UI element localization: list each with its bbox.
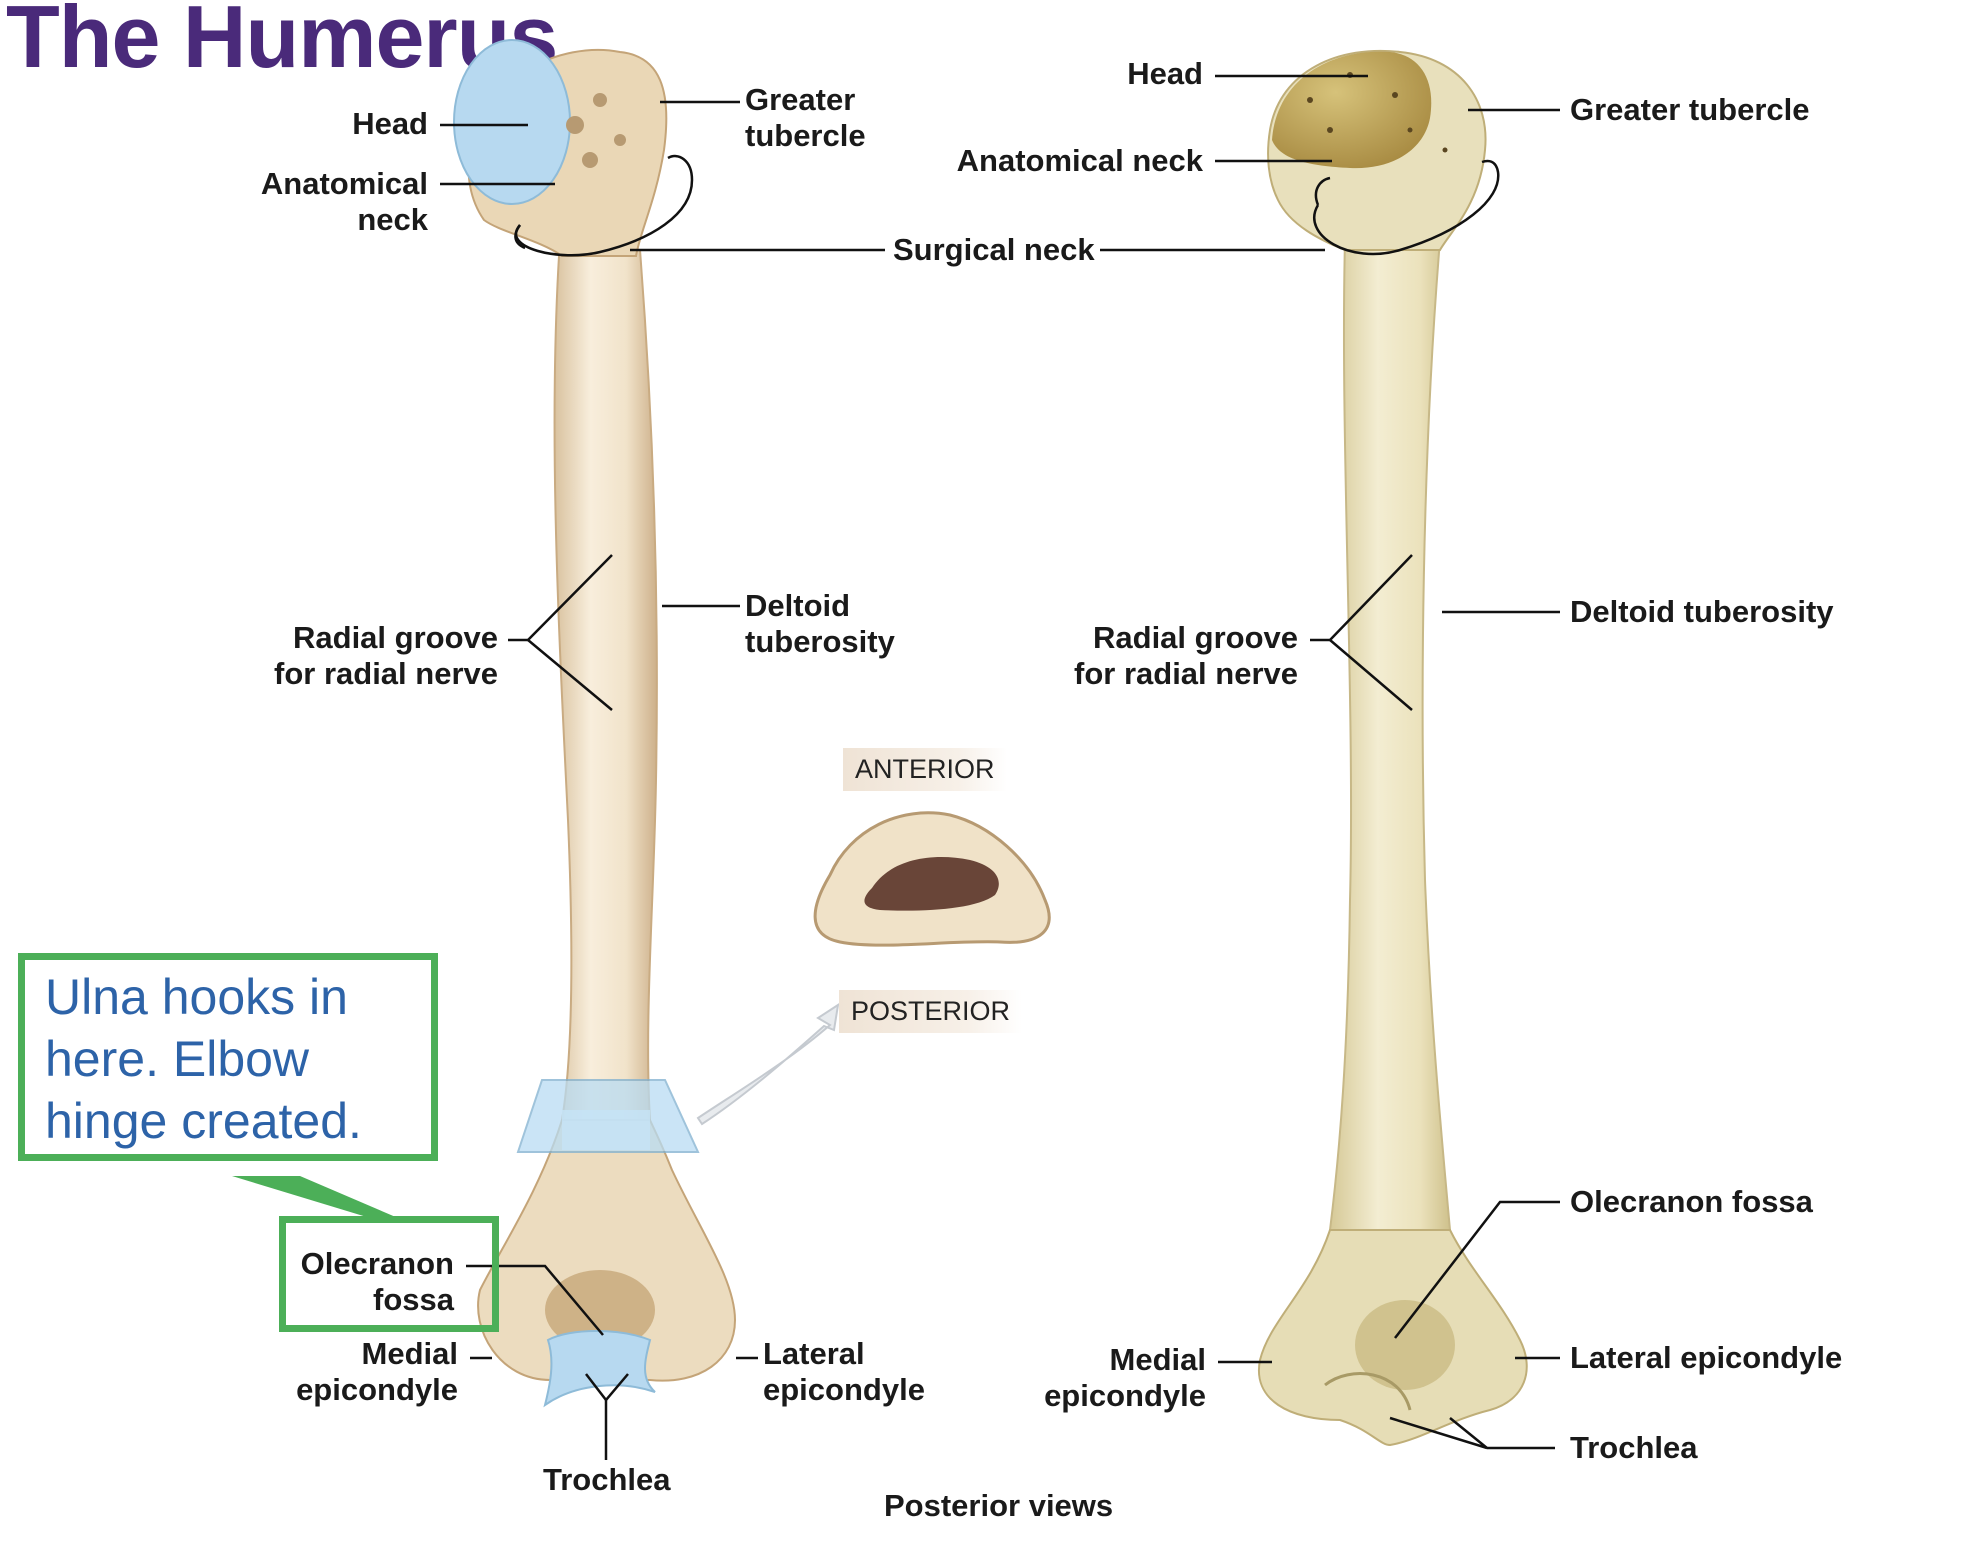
left-trochlea-cartilage	[543, 1330, 656, 1408]
label-head-left: Head	[352, 106, 428, 141]
right-head-articular	[1272, 51, 1432, 169]
right-surgical-neck-loop	[1313, 159, 1500, 256]
olecranon-highlight-box	[279, 1216, 499, 1332]
label-medial-left: Medial epicondyle	[296, 1336, 458, 1407]
leader-lines	[440, 74, 1560, 1460]
label-trochlea-right: Trochlea	[1570, 1430, 1698, 1465]
label-olecranon-right: Olecranon fossa	[1570, 1184, 1813, 1219]
label-lateral-left: Lateral epicondyle	[763, 1336, 925, 1407]
note-callout: Ulna hooks in here. Elbow hinge created.	[18, 953, 438, 1161]
label-anatomical-neck-left: Anatomical neck	[260, 166, 428, 237]
section-arrow	[696, 1002, 840, 1126]
label-trochlea-left: Trochlea	[543, 1462, 671, 1497]
label-anatomical-neck-right: Anatomical neck	[956, 143, 1203, 178]
left-head-cartilage	[453, 39, 571, 205]
label-lateral-right: Lateral epicondyle	[1570, 1340, 1843, 1375]
caption-posterior-views: Posterior views	[884, 1488, 1114, 1523]
left-humerus	[453, 39, 737, 1408]
note-pointer	[232, 1176, 398, 1218]
label-anterior: ANTERIOR	[843, 748, 1007, 791]
label-surgical-neck: Surgical neck	[893, 232, 1095, 267]
label-radial-groove-right: Radial groove for radial nerve	[1074, 620, 1298, 691]
label-medial-right: Medial epicondyle	[1044, 1342, 1206, 1413]
cross-section-marrow	[864, 857, 999, 911]
label-olecranon-left: Olecranon fossa	[300, 1246, 454, 1317]
right-shaft	[1328, 239, 1452, 1231]
left-shaft	[553, 238, 658, 1121]
right-humerus	[1257, 49, 1528, 1447]
left-surgical-neck-loop	[514, 154, 694, 257]
label-posterior: POSTERIOR	[839, 990, 1023, 1033]
label-deltoid-right: Deltoid tuberosity	[1570, 594, 1834, 629]
label-deltoid-left: Deltoid tuberosity	[745, 588, 895, 659]
left-olecranon-depression	[545, 1270, 655, 1350]
label-radial-groove-left: Radial groove for radial nerve	[274, 620, 498, 691]
right-olecranon-depression	[1355, 1300, 1455, 1390]
label-greater-tubercle-left: Greater tubercle	[745, 82, 866, 153]
label-greater-tubercle-right: Greater tubercle	[1570, 92, 1810, 127]
label-head-right: Head	[1127, 56, 1203, 91]
